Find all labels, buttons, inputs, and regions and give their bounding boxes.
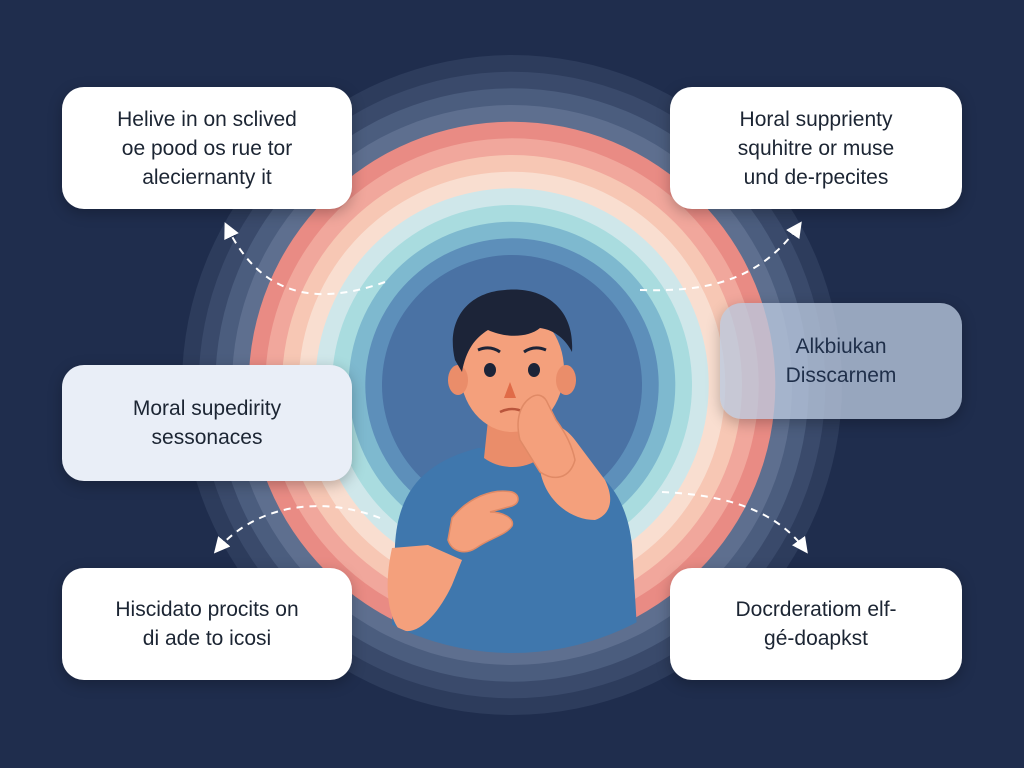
person-brow-right: [523, 346, 547, 354]
card-mid-left-line-1: Moral supedirity: [132, 397, 282, 420]
card-bottom-left-line-2: di ade to icosi: [142, 627, 272, 650]
card-top-right-line-1: Horal supprienty: [739, 107, 893, 131]
card-bottom-right: Docrderatiom elf- gé-doapkst: [670, 568, 962, 680]
connector-arrows: [213, 221, 808, 554]
card-bottom-left: Hiscidato procits on di ade to icosi: [62, 568, 352, 680]
person-hand-face: [517, 394, 576, 479]
card-mid-right: Alkbiukan Disscarnem: [720, 303, 962, 419]
card-bottom-right-line-1: Docrderatiom elf-: [735, 598, 897, 621]
card-mid-left-line-2: sessonaces: [151, 426, 263, 449]
card-mid-right-line-2: Disscarnem: [785, 364, 897, 387]
arrow-top-right: [639, 221, 802, 292]
card-mid-left: Moral supedirity sessonaces: [62, 365, 352, 481]
distressed-person-icon: [387, 289, 640, 653]
arrow-bottom-right: [661, 491, 808, 554]
person-ear-right: [556, 365, 576, 395]
card-top-left-line-2: oe pood os rue tor: [121, 136, 293, 160]
person-eye-left: [484, 363, 496, 377]
card-bottom-left-line-1: Hiscidato procits on: [115, 598, 299, 621]
person-ear-left: [448, 365, 468, 395]
person-brow-left: [477, 346, 501, 354]
arrow-bottom-left: [213, 505, 381, 554]
card-mid-right-line-1: Alkbiukan: [795, 335, 887, 358]
arrow-top-left: [224, 222, 386, 296]
card-bottom-right-line-2: gé-doapkst: [764, 627, 868, 650]
person-hand-chest: [447, 490, 519, 553]
card-top-left-line-3: aleciernanty it: [142, 165, 272, 189]
card-top-right: Horal supprienty squhitre or muse und de…: [670, 87, 962, 209]
card-top-left: Helive in on sclived oe pood os rue tor …: [62, 87, 352, 209]
person-hair: [452, 289, 573, 372]
card-top-left-line-1: Helive in on sclived: [117, 107, 297, 131]
card-top-right-line-2: squhitre or muse: [737, 136, 895, 160]
card-top-right-line-3: und de-rpecites: [743, 165, 889, 189]
person-left-arm: [387, 545, 462, 632]
person-eye-right: [528, 363, 540, 377]
person-nose: [504, 382, 516, 398]
